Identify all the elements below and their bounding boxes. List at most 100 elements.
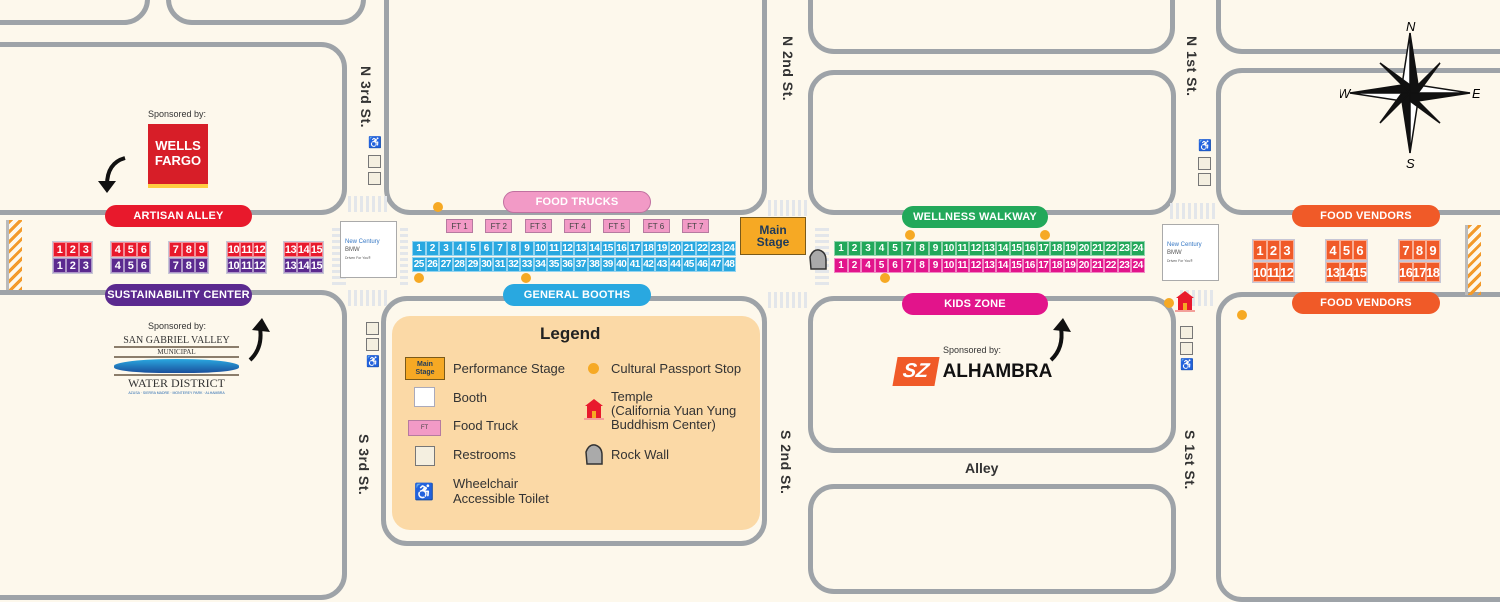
wellness-booth[interactable]: 19 xyxy=(1063,241,1077,256)
kids-booth[interactable]: 13 xyxy=(982,258,996,273)
kids-booth[interactable]: 16 xyxy=(1023,258,1037,273)
food-vendor-booth[interactable]: 4 xyxy=(1326,240,1340,260)
zone-sustainability-center[interactable]: SUSTAINABILITY CENTER xyxy=(105,284,252,306)
main-stage[interactable]: Main Stage xyxy=(740,217,806,255)
general-booth[interactable]: 18 xyxy=(641,241,655,256)
food-vendor-booth[interactable]: 9 xyxy=(1426,240,1440,260)
food-truck-spot[interactable]: FT 3 xyxy=(524,219,552,233)
general-booth[interactable]: 36 xyxy=(560,257,574,272)
wellness-booth[interactable]: 21 xyxy=(1090,241,1104,256)
general-booth[interactable]: 2 xyxy=(425,241,439,256)
food-vendor-booth[interactable]: 7 xyxy=(1399,240,1413,260)
general-booth[interactable]: 19 xyxy=(655,241,669,256)
general-booth[interactable]: 33 xyxy=(520,257,534,272)
wellness-booth[interactable]: 4 xyxy=(874,241,888,256)
wellness-booth[interactable]: 13 xyxy=(982,241,996,256)
food-vendor-booth[interactable]: 6 xyxy=(1353,240,1367,260)
general-booth[interactable]: 34 xyxy=(533,257,547,272)
sustainability-booth[interactable]: 3 xyxy=(79,258,92,273)
food-vendor-booth[interactable]: 10 xyxy=(1253,262,1267,282)
general-booth[interactable]: 46 xyxy=(695,257,709,272)
artisan-booth[interactable]: 7 xyxy=(169,242,182,257)
food-vendor-booth[interactable]: 5 xyxy=(1339,240,1353,260)
food-truck-spot[interactable]: FT 5 xyxy=(603,219,631,233)
wellness-booth[interactable]: 1 xyxy=(834,241,848,256)
zone-wellness-walkway[interactable]: WELLNESS WALKWAY xyxy=(902,206,1048,228)
food-vendor-booth[interactable]: 2 xyxy=(1266,240,1280,260)
sustainability-booth[interactable]: 7 xyxy=(169,258,182,273)
wellness-booth[interactable]: 5 xyxy=(888,241,902,256)
kids-booth[interactable]: 7 xyxy=(901,258,915,273)
wellness-booth[interactable]: 2 xyxy=(847,241,861,256)
sustainability-booth[interactable]: 10 xyxy=(227,258,240,273)
food-truck-spot[interactable]: FT 6 xyxy=(642,219,670,233)
kids-booth[interactable]: 17 xyxy=(1036,258,1050,273)
food-truck-spot[interactable]: FT 2 xyxy=(485,219,513,233)
food-vendor-booth[interactable]: 18 xyxy=(1426,262,1440,282)
zone-general-booths[interactable]: GENERAL BOOTHS xyxy=(503,284,651,306)
food-truck-spot[interactable]: FT 7 xyxy=(681,219,709,233)
general-booth[interactable]: 5 xyxy=(466,241,480,256)
general-booth[interactable]: 11 xyxy=(547,241,561,256)
general-booth[interactable]: 41 xyxy=(628,257,642,272)
food-truck-spot[interactable]: FT 1 xyxy=(446,219,473,233)
general-booth[interactable]: 4 xyxy=(452,241,466,256)
sustainability-booth[interactable]: 15 xyxy=(310,258,323,273)
sustainability-booth[interactable]: 9 xyxy=(195,258,208,273)
kids-booth[interactable]: 12 xyxy=(969,258,983,273)
general-booth[interactable]: 17 xyxy=(628,241,642,256)
wellness-booth[interactable]: 23 xyxy=(1117,241,1131,256)
artisan-booth[interactable]: 2 xyxy=(66,242,79,257)
general-booth[interactable]: 6 xyxy=(479,241,493,256)
general-booth[interactable]: 15 xyxy=(601,241,615,256)
wellness-booth[interactable]: 10 xyxy=(942,241,956,256)
general-booth[interactable]: 14 xyxy=(587,241,601,256)
artisan-booth[interactable]: 12 xyxy=(253,242,266,257)
food-vendor-booth[interactable]: 12 xyxy=(1280,262,1294,282)
general-booth[interactable]: 27 xyxy=(439,257,453,272)
general-booth[interactable]: 42 xyxy=(641,257,655,272)
wellness-booth[interactable]: 18 xyxy=(1050,241,1064,256)
food-vendor-booth[interactable]: 3 xyxy=(1280,240,1294,260)
general-booth[interactable]: 1 xyxy=(412,241,426,256)
wellness-booth[interactable]: 22 xyxy=(1104,241,1118,256)
sustainability-booth[interactable]: 2 xyxy=(66,258,79,273)
food-truck-spot[interactable]: FT 4 xyxy=(563,219,591,233)
food-vendor-booth[interactable]: 1 xyxy=(1253,240,1267,260)
food-vendor-booth[interactable]: 13 xyxy=(1326,262,1340,282)
kids-booth[interactable]: 15 xyxy=(1009,258,1023,273)
artisan-booth[interactable]: 3 xyxy=(79,242,92,257)
kids-booth[interactable]: 6 xyxy=(888,258,902,273)
wellness-booth[interactable]: 7 xyxy=(901,241,915,256)
sustainability-booth[interactable]: 8 xyxy=(182,258,195,273)
general-booth[interactable]: 40 xyxy=(614,257,628,272)
general-booth[interactable]: 23 xyxy=(709,241,723,256)
sustainability-booth[interactable]: 1 xyxy=(53,258,66,273)
kids-booth[interactable]: 9 xyxy=(928,258,942,273)
wellness-booth[interactable]: 24 xyxy=(1131,241,1145,256)
wellness-booth[interactable]: 3 xyxy=(861,241,875,256)
zone-artisan-alley[interactable]: ARTISAN ALLEY xyxy=(105,205,252,227)
sustainability-booth[interactable]: 4 xyxy=(111,258,124,273)
general-booth[interactable]: 31 xyxy=(493,257,507,272)
general-booth[interactable]: 37 xyxy=(574,257,588,272)
artisan-booth[interactable]: 4 xyxy=(111,242,124,257)
artisan-booth[interactable]: 5 xyxy=(124,242,137,257)
general-booth[interactable]: 9 xyxy=(520,241,534,256)
kids-booth[interactable]: 21 xyxy=(1090,258,1104,273)
zone-kids-zone[interactable]: KIDS ZONE xyxy=(902,293,1048,315)
kids-booth[interactable]: 8 xyxy=(915,258,929,273)
kids-booth[interactable]: 19 xyxy=(1063,258,1077,273)
wellness-booth[interactable]: 12 xyxy=(969,241,983,256)
general-booth[interactable]: 26 xyxy=(425,257,439,272)
sustainability-booth[interactable]: 11 xyxy=(240,258,253,273)
general-booth[interactable]: 7 xyxy=(493,241,507,256)
artisan-booth[interactable]: 11 xyxy=(240,242,253,257)
general-booth[interactable]: 3 xyxy=(439,241,453,256)
food-vendor-booth[interactable]: 8 xyxy=(1412,240,1426,260)
general-booth[interactable]: 25 xyxy=(412,257,426,272)
wellness-booth[interactable]: 15 xyxy=(1009,241,1023,256)
artisan-booth[interactable]: 8 xyxy=(182,242,195,257)
